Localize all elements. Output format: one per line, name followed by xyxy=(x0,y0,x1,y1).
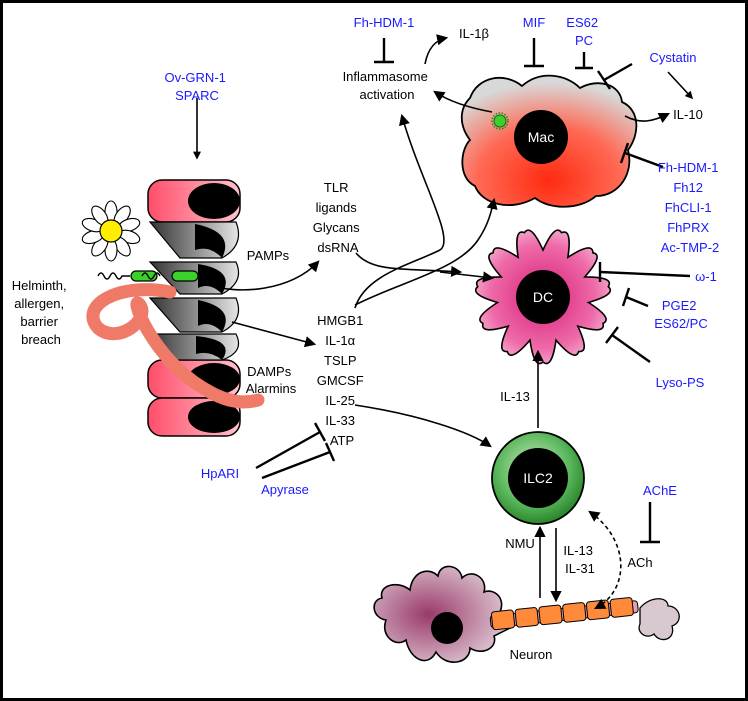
cystatin-to-il10-arrow xyxy=(667,71,694,100)
pamps-arrow xyxy=(204,260,320,291)
myelin-segment xyxy=(609,597,634,618)
neuron-label: Neuron xyxy=(510,647,553,662)
mac-to-inflammasome-arrow xyxy=(433,90,493,113)
damps-label: DAMPs Alarmins xyxy=(246,364,297,396)
inhibition-bars xyxy=(255,38,691,544)
inflammasome-particle-icon xyxy=(491,112,509,130)
epithelium-inhibitors: Ov-GRN-1 SPARC xyxy=(164,70,229,103)
pamps-to-dc-arrow xyxy=(355,252,463,277)
il10-label: IL-10 xyxy=(673,107,703,122)
myelin-segment xyxy=(490,609,516,631)
mif-label: MIF xyxy=(523,15,545,30)
alarmins-to-ilc2-arrow xyxy=(354,404,492,448)
ache-label: AChE xyxy=(643,483,677,498)
myelin-segment xyxy=(585,599,611,621)
ilc2-label: ILC2 xyxy=(523,470,553,486)
inflammasome-label: Inflammasome activation xyxy=(343,69,432,102)
trigger-text: Helminth, allergen, barrier breach xyxy=(12,278,71,347)
pamps-to-mac-arrow xyxy=(354,197,498,306)
nmu-label: NMU xyxy=(505,536,535,551)
il13-il31-label: IL-13 IL-31 xyxy=(563,543,596,576)
mac-nucleus xyxy=(514,110,568,164)
il10-arrow xyxy=(624,112,671,124)
myelin-segment xyxy=(562,602,587,623)
pge2-label: PGE2 ES62/PC xyxy=(654,298,707,331)
il13-label: IL-13 xyxy=(500,389,530,404)
mac-label: Mac xyxy=(528,129,554,145)
damps-arrow xyxy=(231,321,317,348)
to-dc-arrow xyxy=(439,271,495,283)
hpari-label: HpARI xyxy=(201,466,239,481)
helminth-worm-icon xyxy=(86,283,265,409)
il1b-arrow xyxy=(424,34,449,65)
omega1-label: ω-1 xyxy=(695,269,717,284)
pamps-list: TLR ligands Glycans dsRNA xyxy=(313,180,364,255)
dc-nucleus xyxy=(516,270,570,324)
damps-list: HMGB1 IL-1α TSLP GMCSF IL-25 IL-33 ATP xyxy=(317,313,368,448)
inflammasome-inhibitor: Fh-HDM-1 xyxy=(354,15,415,30)
mac-inhibitor-list: Fh-HDM-1 Fh12 FhCLI-1 FhPRX Ac-TMP-2 xyxy=(658,160,722,255)
ach-arrow xyxy=(588,510,622,610)
ilc2-nucleus xyxy=(508,448,568,508)
to-inflammasome-arrow xyxy=(354,113,445,309)
dc-label: DC xyxy=(533,289,553,305)
pollen-flower-icon xyxy=(81,200,141,262)
il1b-label: IL-1β xyxy=(459,26,489,41)
ach-label: ACh xyxy=(627,555,652,570)
myelin-segment xyxy=(514,607,539,628)
pamps-label: PAMPs xyxy=(247,248,290,263)
bacteria-icon xyxy=(97,270,199,282)
lyso-ps-label: Lyso-PS xyxy=(656,375,705,390)
cystatin-label: Cystatin xyxy=(650,50,697,65)
myelin-segment xyxy=(538,604,563,626)
es62-pc-label: ES62 PC xyxy=(566,15,601,48)
apyrase-label: Apyrase xyxy=(261,482,309,497)
